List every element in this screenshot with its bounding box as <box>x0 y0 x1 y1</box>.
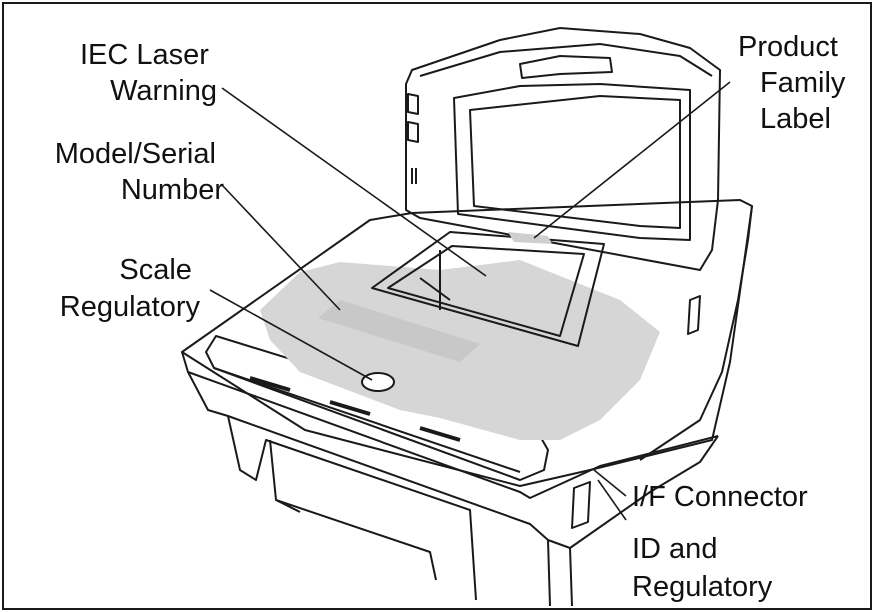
leader-scale-regulatory <box>209 289 373 381</box>
device-tower-handle <box>519 55 613 79</box>
device-rail-grips <box>249 376 461 442</box>
device-front-face <box>181 351 719 499</box>
callout-leaders <box>209 81 731 521</box>
scanner-scale-device <box>181 27 753 607</box>
label-iec-laser-warning: IEC Laser Warning <box>80 39 217 107</box>
device-scan-window-detail <box>419 250 451 310</box>
label-if-connector: I/F Connector <box>632 481 808 513</box>
label-region-product-family <box>508 232 552 244</box>
leader-id-regulatory <box>597 479 627 521</box>
device-connector-port <box>571 481 591 529</box>
leader-iec-laser-warning <box>221 87 487 277</box>
device-base-cutout <box>269 439 437 581</box>
label-scale-regulatory: Scale Regulatory <box>60 254 201 323</box>
device-scan-window-inner <box>387 245 585 337</box>
label-model-serial-number: Model/Serial Number <box>55 138 225 206</box>
device-base-right <box>547 539 573 607</box>
device-tower-buttons <box>407 93 419 143</box>
label-region-scale-regulatory <box>361 372 395 392</box>
device-tower-top <box>419 43 713 77</box>
leader-product-family <box>533 81 731 239</box>
device-right-side <box>639 205 753 461</box>
device-top-deck <box>181 199 753 487</box>
device-scan-window-outer <box>371 231 605 347</box>
device-tower <box>405 27 721 271</box>
device-rail-edge <box>213 367 521 473</box>
device-side-latch <box>687 295 701 335</box>
device-tower-speaker <box>411 168 417 184</box>
device-front-rail <box>205 335 549 481</box>
label-product-family: Product Family Label <box>738 31 853 135</box>
leader-if-connector <box>593 469 627 497</box>
device-tower-screen <box>453 83 691 241</box>
device-base-left <box>227 415 477 601</box>
callout-labels: IEC Laser Warning Model/Serial Number Sc… <box>55 31 853 603</box>
leader-model-serial <box>221 184 341 311</box>
device-tower-screen-inner <box>469 95 681 229</box>
label-id-and-regulatory: ID and Regulatory <box>632 533 773 603</box>
label-region-model-serial <box>318 300 480 362</box>
